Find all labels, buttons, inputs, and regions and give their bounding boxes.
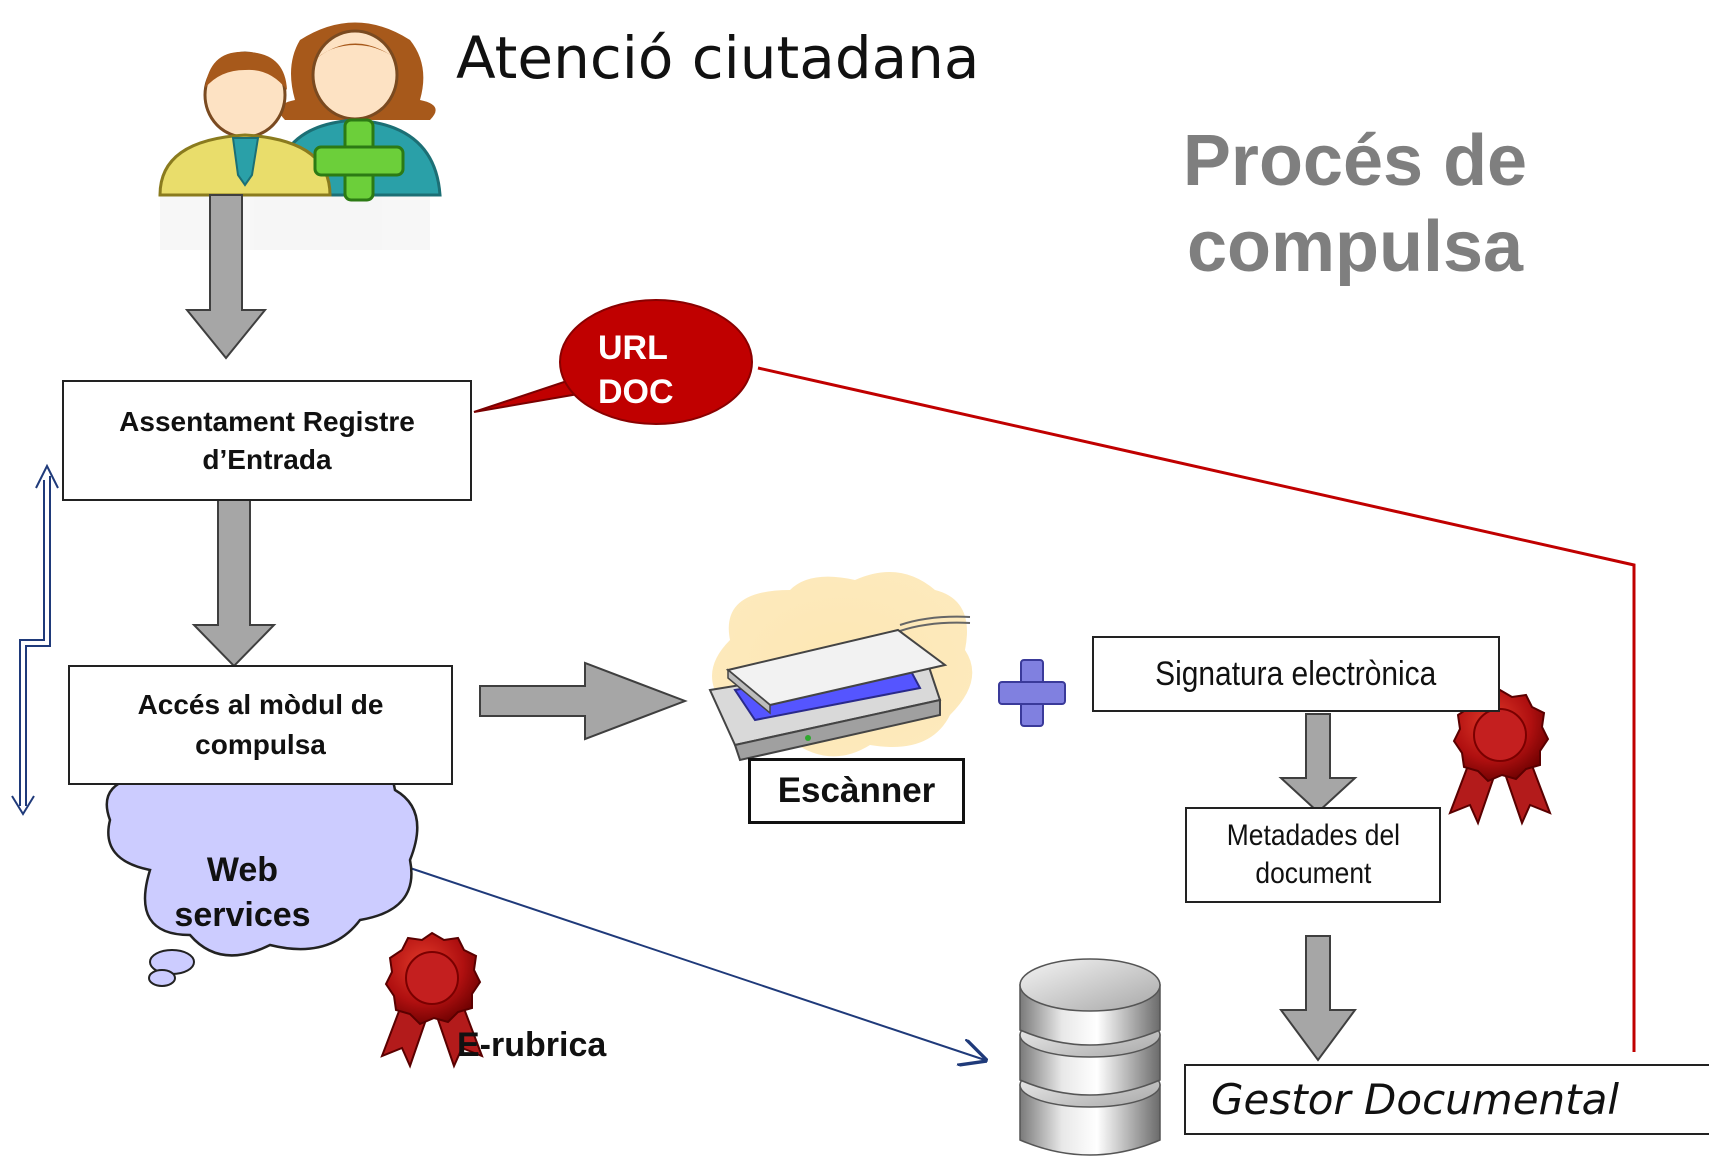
metadata-box: Metadades del document: [1185, 807, 1441, 903]
arrow-metadata-to-manager: [1279, 935, 1357, 1062]
metadata-line-2: document: [1255, 857, 1371, 890]
webservices-to-database-line: [409, 867, 985, 1060]
process-title-line-1: Procés de: [1182, 121, 1528, 201]
e-signature-box: Signatura electrònica: [1092, 636, 1500, 712]
database-icon: [1019, 958, 1161, 1156]
plus-icon: [998, 659, 1066, 727]
wax-seal-icon: [380, 931, 484, 1069]
web-services-line-1: Web: [206, 851, 279, 889]
plus-icon: [313, 118, 405, 202]
process-title: Procés de compulsa: [1170, 118, 1540, 290]
flatbed-scanner-icon: [708, 572, 973, 762]
scanner-label: Escànner: [777, 771, 936, 810]
registry-entry-line-2: d’Entrada: [202, 443, 332, 475]
citizen-service-people-icon: [158, 22, 442, 250]
web-services-label: Web services: [160, 848, 325, 938]
process-title-line-2: compulsa: [1186, 207, 1524, 287]
url-doc-callout: [473, 299, 753, 425]
doc-manager-box: Gestor Documental: [1184, 1064, 1709, 1135]
compulsa-module-box: Accés al mòdul de compulsa: [68, 665, 453, 785]
e-rubrica-label: E-rubrica: [457, 1026, 607, 1064]
compulsa-module-line-2: compulsa: [195, 729, 326, 760]
registry-entry-line-1: Assentament Registre: [119, 405, 415, 437]
arrow-registry-to-module: [191, 499, 277, 668]
compulsa-module-line-1: Accés al mòdul de: [137, 689, 384, 720]
arrow-module-to-scanner: [479, 661, 688, 741]
url-doc-line-1: URL: [598, 329, 668, 367]
doc-manager-label: Gestor Documental: [1211, 1075, 1620, 1124]
url-link-line: [757, 366, 1636, 1052]
wax-seal-icon: [1448, 688, 1552, 826]
url-doc-line-2: DOC: [598, 373, 674, 411]
left-bidirectional-arrow: [11, 463, 59, 816]
arrow-signature-to-metadata: [1278, 713, 1358, 814]
e-signature-label: Signatura electrònica: [1155, 654, 1437, 693]
url-doc-label: URL DOC: [598, 326, 674, 414]
web-services-line-2: services: [174, 896, 311, 934]
arrow-people-to-registry: [184, 194, 268, 360]
scanner-label-box: Escànner: [748, 758, 965, 824]
page-title: Atenció ciutadana: [456, 24, 980, 92]
metadata-line-1: Metadades del: [1226, 819, 1400, 852]
registry-entry-box: Assentament Registre d’Entrada: [62, 380, 472, 501]
